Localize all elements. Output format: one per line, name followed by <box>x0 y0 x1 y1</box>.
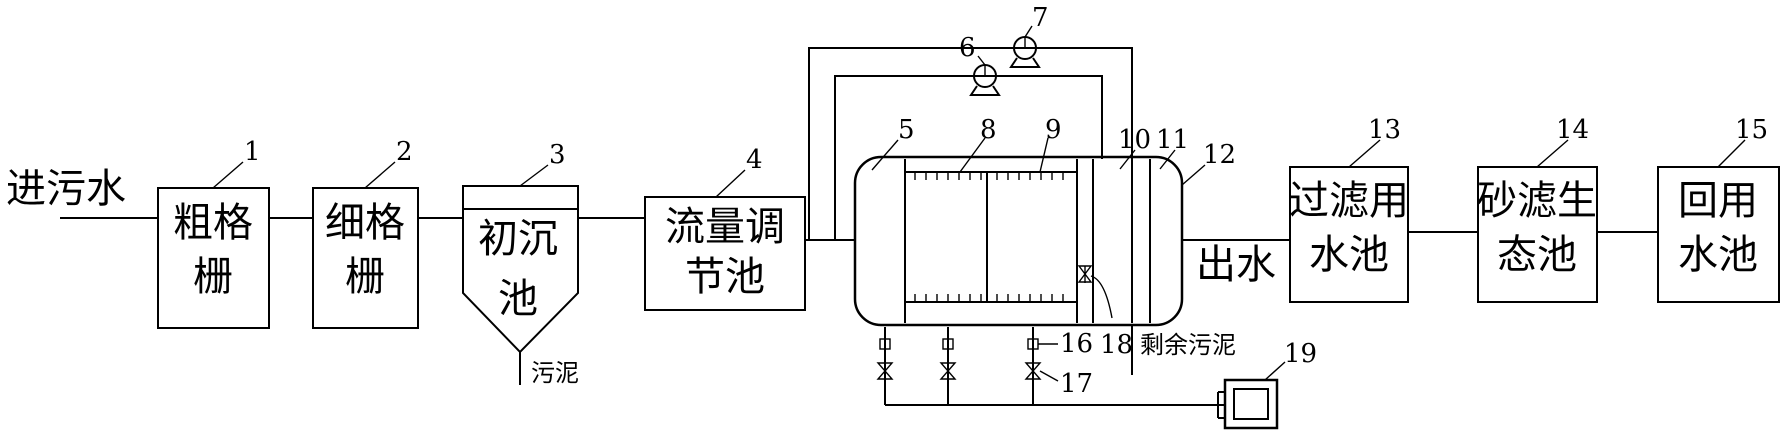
unit-13-filter-water-tank: 过滤用 水池 <box>1289 166 1409 303</box>
unit-15-reuse-water-tank: 回用 水池 <box>1657 166 1780 303</box>
label-11: 11 <box>1156 125 1189 155</box>
unit-1-coarse-screen: 粗格 栅 <box>157 187 270 329</box>
label-14: 14 <box>1556 115 1589 145</box>
unit-15-text-1: 回用 <box>1678 178 1758 224</box>
unit-13-text-1: 过滤用 <box>1289 178 1409 224</box>
label-5: 5 <box>898 115 915 145</box>
flow-lines <box>60 197 1658 241</box>
outlet-label: 出水 <box>1196 242 1276 288</box>
label-1: 1 <box>244 137 261 167</box>
label-7: 7 <box>1032 3 1049 33</box>
excess-sludge-label: 剩余污泥 <box>1140 331 1236 359</box>
unit-14-text-2: 态池 <box>1497 232 1577 278</box>
unit-14-text-1: 砂滤生 <box>1477 178 1597 224</box>
unit-15-text-2: 水池 <box>1678 232 1758 278</box>
label-15: 15 <box>1735 115 1768 145</box>
label-18: 18 <box>1100 330 1133 360</box>
label-19: 19 <box>1284 339 1317 369</box>
label-12: 12 <box>1203 140 1236 170</box>
unit-5-bioreactor <box>853 155 1184 327</box>
unit-14-sand-filter-eco-tank: 砂滤生 态池 <box>1477 166 1598 303</box>
unit-1-text-2: 栅 <box>193 254 233 300</box>
sludge-label: 污泥 <box>531 359 579 387</box>
unit-2-text-2: 栅 <box>345 254 385 300</box>
label-10: 10 <box>1118 125 1151 155</box>
label-3: 3 <box>549 140 566 170</box>
unit-3-text-2: 池 <box>498 276 538 322</box>
label-9: 9 <box>1045 115 1062 145</box>
unit-2-text-1: 细格 <box>325 200 405 246</box>
label-17: 17 <box>1060 369 1093 399</box>
unit-4-text-2: 节池 <box>685 254 765 300</box>
aeration-system <box>876 325 1279 430</box>
label-8: 8 <box>980 115 997 145</box>
inlet-label: 进污水 <box>6 166 126 212</box>
unit-2-fine-screen: 细格 栅 <box>312 187 419 329</box>
leader-lines <box>212 25 1746 382</box>
label-6: 6 <box>959 33 976 63</box>
callout-numbers: 1 2 3 4 5 6 7 8 9 10 11 12 13 14 15 16 1… <box>244 3 1768 399</box>
unit-1-text-1: 粗格 <box>173 200 253 246</box>
unit-3-primary-settling-tank: 初沉 池 污泥 <box>462 185 579 387</box>
unit-4-text-1: 流量调 <box>665 204 785 250</box>
unit-13-text-2: 水池 <box>1309 232 1389 278</box>
label-16: 16 <box>1060 329 1093 359</box>
unit-4-equalization-tank: 流量调 节池 <box>644 196 806 311</box>
recirculation-pipes <box>808 36 1133 240</box>
unit-3-text-1: 初沉 <box>478 216 558 262</box>
label-13: 13 <box>1368 115 1401 145</box>
label-2: 2 <box>396 137 413 167</box>
label-4: 4 <box>746 145 763 175</box>
